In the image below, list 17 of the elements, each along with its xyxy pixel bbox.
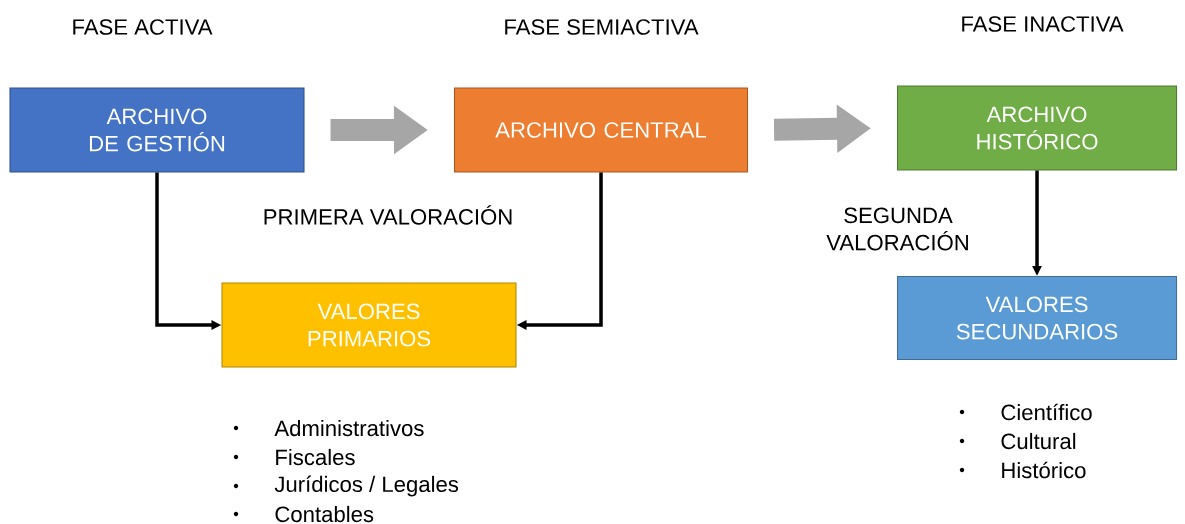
process-box: ARCHIVO CENTRAL [454,87,749,173]
list-item: Jurídicos / Legales [274,475,459,497]
list-item: Contables [275,505,374,523]
list-item: Administrativos [274,419,424,437]
phase-title: FASE ACTIVA [73,19,213,35]
phase-title: FASE SEMIACTIVA [505,19,699,35]
process-box: ARCHIVO DE GESTIÓN [9,87,305,173]
process-box: VALORES PRIMARIOS [221,282,517,368]
list-item: Cultural [1001,432,1076,450]
list-item: Fiscales [276,448,355,466]
stage-label: PRIMERA VALORACIÓN [264,205,512,225]
list-item: Histórico [1002,461,1086,479]
phase-title: FASE INACTIVA [962,16,1124,32]
process-box: VALORES SECUNDARIOS [897,275,1178,361]
stage-label: SEGUNDA VALORACIÓN [826,207,968,251]
process-box: ARCHIVO HISTÓRICO [897,85,1178,171]
list-item: Científico [1001,403,1092,421]
